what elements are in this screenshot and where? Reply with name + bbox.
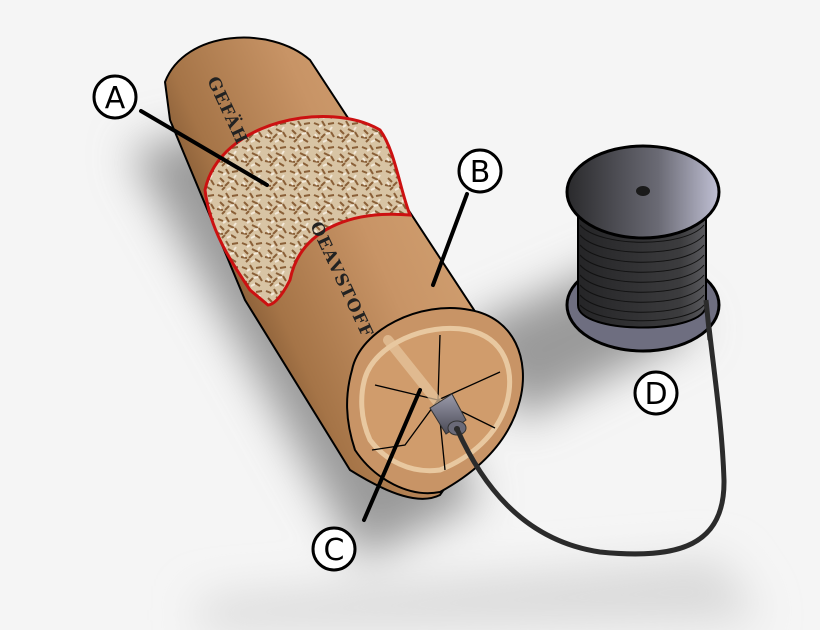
label-b: B <box>457 148 503 194</box>
detonator-wire <box>454 297 727 557</box>
label-c: C <box>311 526 357 572</box>
label-b-text: B <box>470 155 491 190</box>
explosive-filling <box>203 115 413 307</box>
leader-lines <box>139 109 469 522</box>
label-d-text: D <box>644 377 667 412</box>
wire-spool <box>565 144 721 353</box>
label-a-text: A <box>105 81 126 116</box>
label-c-text: C <box>324 533 345 568</box>
label-a: A <box>92 74 138 120</box>
label-d: D <box>633 370 679 416</box>
